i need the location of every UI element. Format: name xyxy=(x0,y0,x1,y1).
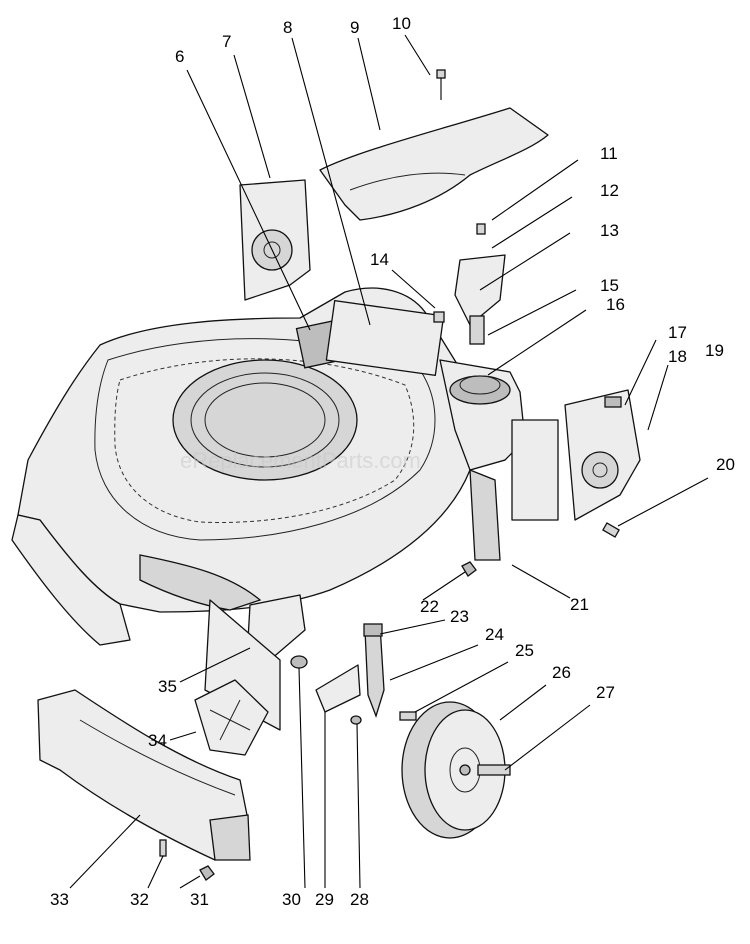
leader-9 xyxy=(357,37,381,131)
bracket-29 xyxy=(315,664,361,713)
leader-32 xyxy=(147,855,164,889)
callout-22: 22 xyxy=(420,597,439,616)
callout-31: 31 xyxy=(190,890,209,909)
leader-33 xyxy=(69,814,141,889)
callout-8: 8 xyxy=(283,18,292,37)
leader-19 xyxy=(647,364,669,431)
leader-22 xyxy=(422,571,466,601)
pulley xyxy=(449,375,511,405)
leader-8 xyxy=(291,37,371,326)
callout-10: 10 xyxy=(392,14,411,33)
rear-axle-housing xyxy=(439,359,559,561)
callout-6: 6 xyxy=(175,47,184,66)
callout-26: 26 xyxy=(552,663,571,682)
leader-15 xyxy=(487,289,577,336)
callout-14: 14 xyxy=(370,250,389,269)
leader-16 xyxy=(487,309,587,376)
bolt-10 xyxy=(436,69,446,100)
callout-17: 17 xyxy=(668,323,687,342)
leader-12 xyxy=(491,196,573,249)
callout-12: 12 xyxy=(600,181,619,200)
washer-28 xyxy=(350,715,362,725)
callout-29: 29 xyxy=(315,890,334,909)
bolt-20 xyxy=(602,522,620,538)
right-height-adjuster xyxy=(564,389,641,521)
baffle xyxy=(319,107,549,221)
callout-28: 28 xyxy=(350,890,369,909)
leader-10 xyxy=(404,34,431,76)
callout-24: 24 xyxy=(485,625,504,644)
mower-deck xyxy=(11,287,521,646)
callout-32: 32 xyxy=(130,890,149,909)
leader-28 xyxy=(356,723,361,889)
rear-bracket xyxy=(511,419,559,521)
nut-22 xyxy=(461,561,477,577)
left-height-adjuster xyxy=(239,179,311,301)
leader-23 xyxy=(379,619,446,635)
callout-16: 16 xyxy=(606,295,625,314)
callout-13: 13 xyxy=(600,221,619,240)
callout-33: 33 xyxy=(50,890,69,909)
leader-34 xyxy=(169,731,197,741)
wheel xyxy=(401,701,511,839)
axle-bolt-27 xyxy=(477,764,511,776)
leader-21 xyxy=(511,564,571,599)
leader-26 xyxy=(499,684,547,721)
leader-13 xyxy=(479,232,571,291)
nut-31 xyxy=(199,865,215,881)
leader-lines xyxy=(69,34,709,889)
washer-30 xyxy=(290,655,308,669)
callout-25: 25 xyxy=(515,641,534,660)
callout-19: 19 xyxy=(705,341,724,360)
leader-11 xyxy=(491,159,579,221)
callout-labels: 6 7 8 9 10 11 12 13 14 15 16 17 18 19 20… xyxy=(50,14,735,909)
leader-20 xyxy=(617,477,709,527)
screw-32 xyxy=(159,839,167,857)
leader-6 xyxy=(186,69,311,331)
callout-35: 35 xyxy=(158,677,177,696)
watermark: eReplacementParts.com xyxy=(180,448,421,473)
callout-20: 20 xyxy=(716,455,735,474)
cover-34 xyxy=(194,679,269,756)
callout-27: 27 xyxy=(596,683,615,702)
leader-31 xyxy=(179,875,201,889)
leader-17 xyxy=(624,339,657,406)
callout-34: 34 xyxy=(148,731,167,750)
leader-14 xyxy=(391,269,436,309)
bracket-24 xyxy=(364,624,385,718)
callout-15: 15 xyxy=(600,276,619,295)
leader-30 xyxy=(298,667,306,889)
front-skirt xyxy=(37,689,251,861)
leader-7 xyxy=(233,54,271,179)
callout-30: 30 xyxy=(282,890,301,909)
callout-9: 9 xyxy=(350,18,359,37)
leader-25 xyxy=(414,661,509,713)
callout-11: 11 xyxy=(600,144,618,163)
leader-35 xyxy=(179,647,251,683)
bolt-25 xyxy=(399,711,417,721)
leader-24 xyxy=(389,644,479,681)
callout-18: 18 xyxy=(668,347,687,366)
pivot-bracket xyxy=(433,223,506,345)
callout-7: 7 xyxy=(222,32,231,51)
leader-27 xyxy=(504,704,591,771)
callout-21: 21 xyxy=(570,595,589,614)
callout-23: 23 xyxy=(450,607,469,626)
